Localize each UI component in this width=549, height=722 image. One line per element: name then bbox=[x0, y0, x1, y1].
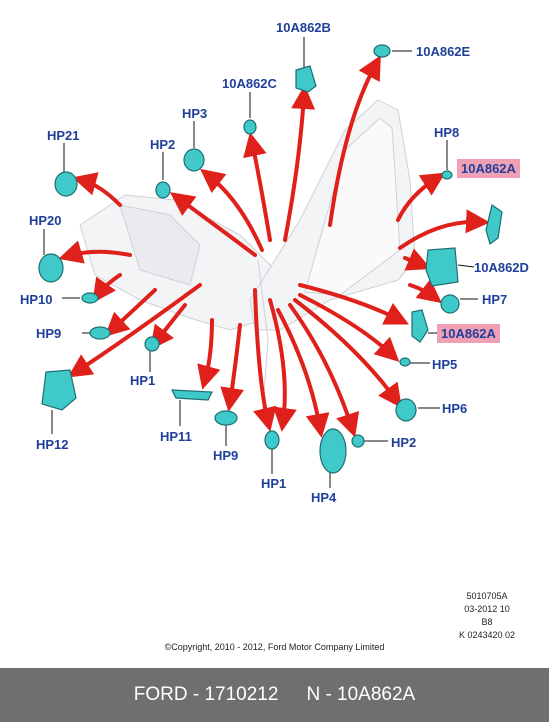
label-10a862b: 10A862B bbox=[276, 20, 331, 35]
footer-part-code: N - 10A862A bbox=[306, 684, 416, 705]
part-hp9-lower bbox=[214, 410, 238, 426]
label-hp9-left: HP9 bbox=[36, 326, 62, 341]
part-hp4 bbox=[319, 428, 347, 474]
part-10a862b bbox=[295, 65, 317, 93]
label-hp20: HP20 bbox=[29, 213, 62, 228]
label-10a862a-lower: 10A862A bbox=[437, 324, 500, 343]
part-10a862e bbox=[373, 44, 391, 58]
part-hp5 bbox=[399, 357, 411, 367]
label-hp10: HP10 bbox=[20, 292, 53, 307]
arrow-to-hp2-upper bbox=[169, 192, 257, 257]
label-hp6: HP6 bbox=[442, 401, 468, 416]
arrow-to-hp5 bbox=[298, 293, 400, 362]
arrow-to-10a862e bbox=[328, 55, 381, 227]
diagram-canvas bbox=[38, 37, 503, 488]
arrow-to-10a862b bbox=[283, 85, 316, 242]
label-hp1-lower: HP1 bbox=[261, 476, 287, 491]
label-hp21: HP21 bbox=[47, 128, 80, 143]
reference-line: 5010705A bbox=[466, 591, 508, 601]
label-hp9-lower: HP9 bbox=[213, 448, 239, 463]
part-hp10 bbox=[81, 292, 99, 304]
part-hp8 bbox=[441, 170, 453, 180]
arrow-to-hp7 bbox=[408, 278, 442, 304]
arrow-to-hp6 bbox=[293, 298, 402, 409]
arrow-to-10a862c bbox=[243, 132, 272, 242]
part-10a862a-lower bbox=[411, 309, 429, 343]
label-10a862d: 10A862D bbox=[474, 260, 529, 275]
label-hp12: HP12 bbox=[36, 437, 69, 452]
label-10a862a-upper: 10A862A bbox=[457, 159, 520, 178]
part-10a862c bbox=[243, 119, 257, 135]
parts-diagram: 10A862B 10A862E 10A862C HP3 HP21 HP2 HP8… bbox=[20, 20, 532, 652]
label-hp11: HP11 bbox=[160, 429, 192, 444]
arrow-to-hp2-lower bbox=[288, 303, 360, 438]
arrow-to-hp9-lower bbox=[220, 323, 245, 412]
arrow-to-hp10 bbox=[92, 273, 122, 304]
label-hp2-lower: HP2 bbox=[391, 435, 417, 450]
leader-lines bbox=[43, 37, 478, 488]
label-hp2-upper: HP2 bbox=[150, 137, 176, 152]
part-hp1-left bbox=[144, 336, 160, 352]
footer-part-number: FORD - 1710212 bbox=[133, 684, 279, 705]
arrow-to-hp12 bbox=[67, 283, 202, 378]
part-hp1-lower bbox=[264, 430, 280, 450]
arrow-to-hp11 bbox=[197, 318, 221, 390]
footer-bar: FORD - 1710212 N - 10A862A bbox=[0, 668, 549, 722]
part-hp11 bbox=[171, 389, 213, 401]
label-hp4: HP4 bbox=[311, 490, 337, 505]
label-hp3: HP3 bbox=[182, 106, 208, 121]
copyright-text: ©Copyright, 2010 - 2012, Ford Motor Comp… bbox=[164, 642, 385, 652]
part-hp20 bbox=[38, 253, 64, 283]
arrow-to-hp4 bbox=[276, 308, 330, 438]
reference-line: K 0243420 02 bbox=[458, 630, 516, 640]
reference-line: B8 bbox=[481, 617, 493, 627]
part-10a862a-upper bbox=[485, 204, 503, 246]
part-hp9-left bbox=[89, 326, 111, 340]
part-hp21 bbox=[54, 171, 78, 197]
part-hp6 bbox=[395, 398, 417, 422]
part-group bbox=[38, 44, 503, 474]
arrow-to-10a862a-lower bbox=[298, 283, 409, 325]
label-10a862c: 10A862C bbox=[222, 76, 277, 91]
arrow-group bbox=[58, 55, 490, 438]
part-hp3 bbox=[183, 148, 205, 172]
label-10a862e: 10A862E bbox=[416, 44, 471, 59]
part-10a862d bbox=[425, 247, 459, 287]
arrow-to-hp9-left bbox=[104, 288, 157, 337]
part-hp2-upper bbox=[155, 181, 171, 199]
label-hp7: HP7 bbox=[482, 292, 508, 307]
arrow-to-hp1-lower bbox=[253, 288, 277, 432]
diagram-reference-block: 5010705A 03-2012 10 B8 K 0243420 02 bbox=[442, 590, 532, 642]
arrow-to-hp20 bbox=[58, 240, 132, 264]
arrow-to-hp1-mid bbox=[268, 298, 297, 432]
arrow-to-10a862d bbox=[403, 248, 432, 271]
part-hp7 bbox=[440, 294, 460, 314]
label-hp8: HP8 bbox=[434, 125, 460, 140]
arrow-to-10a862a-upper bbox=[398, 209, 490, 250]
arrow-to-hp3 bbox=[200, 168, 264, 252]
arrow-to-hp8 bbox=[396, 172, 446, 222]
part-hp12 bbox=[41, 369, 77, 411]
arrow-to-hp21 bbox=[72, 172, 122, 207]
car-body-outline bbox=[79, 99, 416, 421]
label-hp5: HP5 bbox=[432, 357, 458, 372]
part-hp2-lower bbox=[351, 434, 365, 448]
reference-line: 03-2012 10 bbox=[464, 604, 510, 614]
label-hp1-left: HP1 bbox=[130, 373, 156, 388]
